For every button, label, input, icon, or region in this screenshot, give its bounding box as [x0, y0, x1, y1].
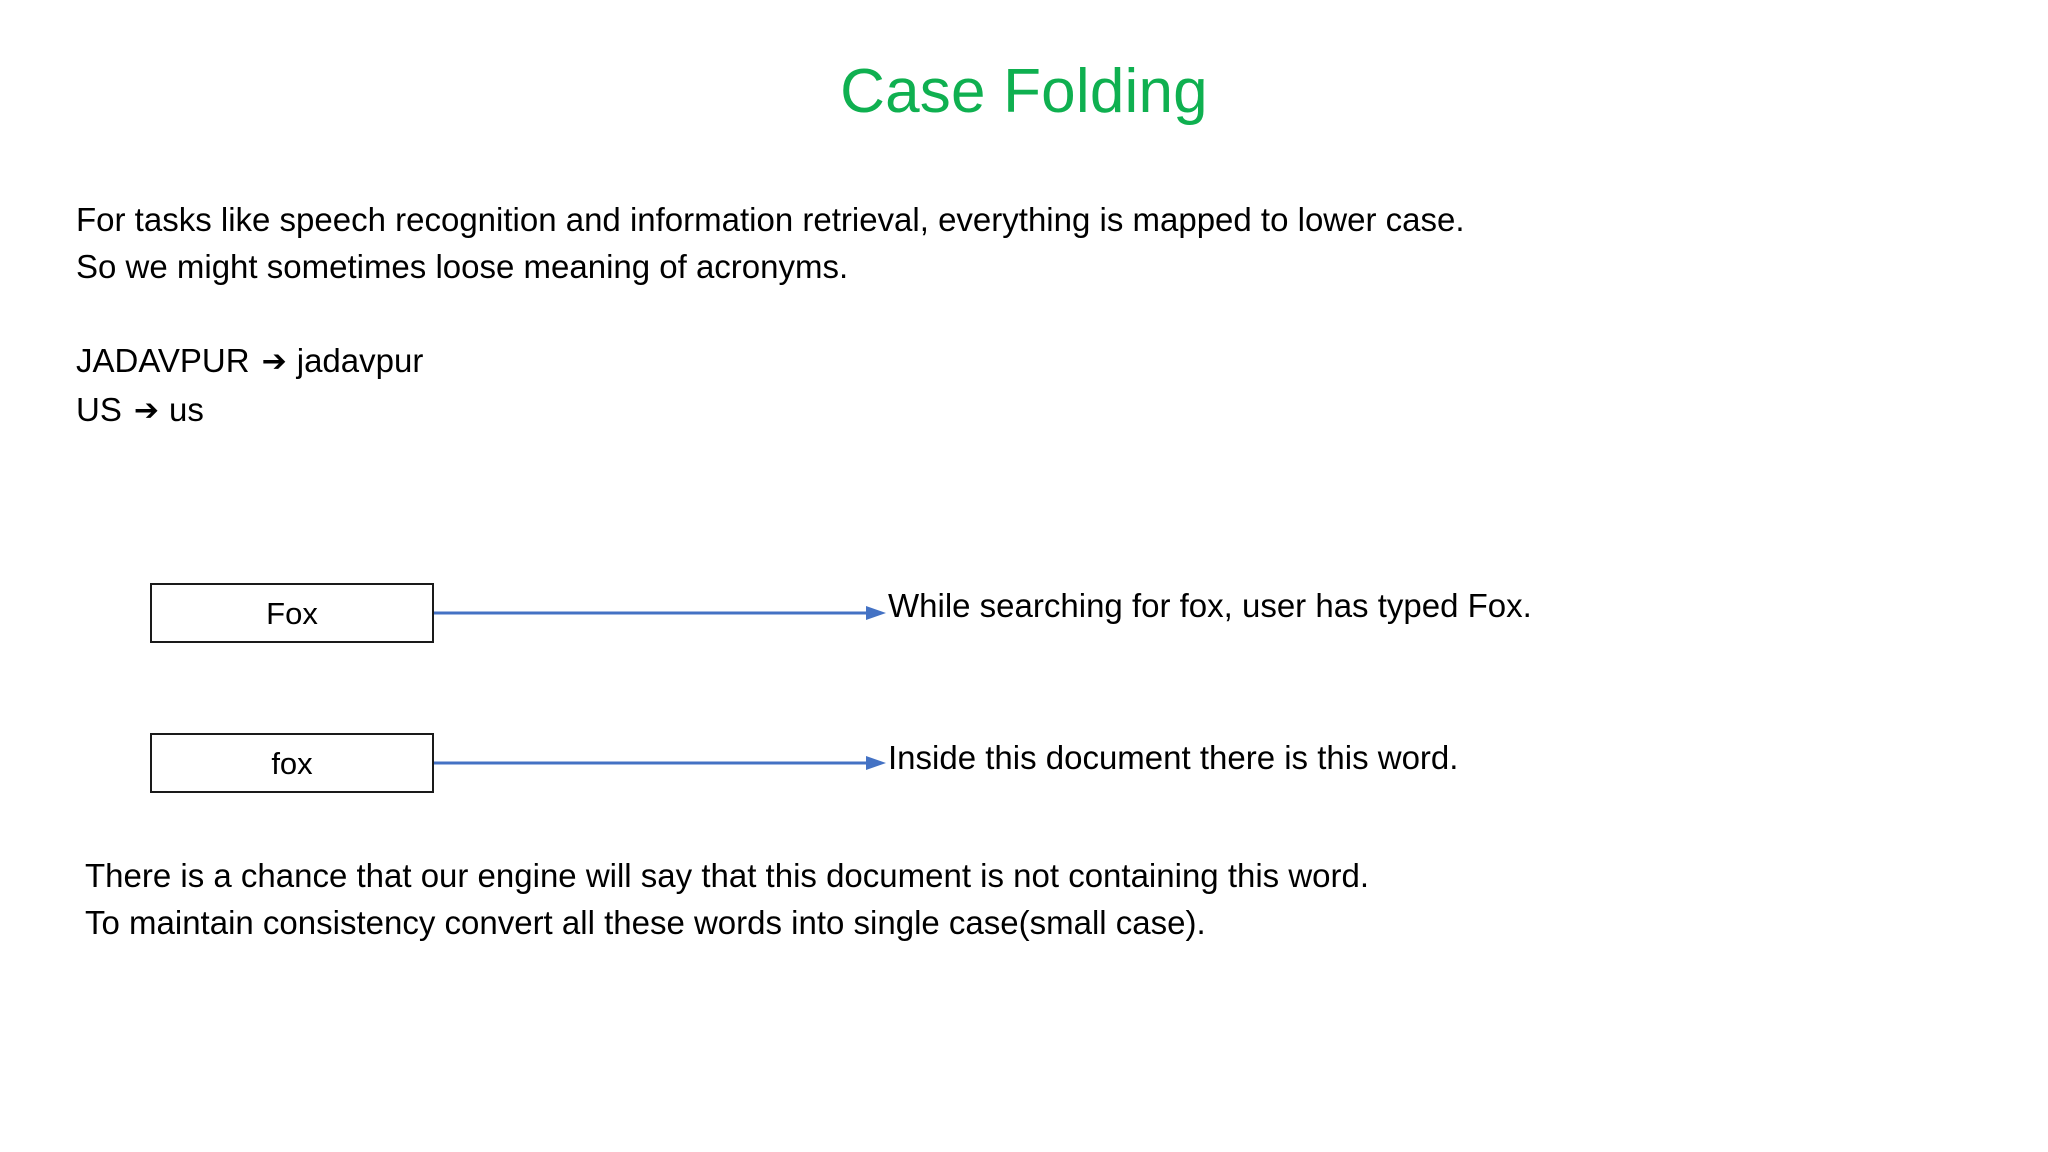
term-box-fox-lowercase: fox: [150, 733, 434, 793]
note-text-document-word: Inside this document there is this word.: [888, 739, 1459, 776]
term-box-label: Fox: [266, 595, 318, 631]
term-box-label: fox: [271, 745, 313, 781]
acronym-example-row: US ➔ us: [76, 386, 423, 435]
acronym-source: JADAVPUR: [76, 342, 250, 379]
closing-line-1: There is a chance that our engine will s…: [85, 857, 1370, 894]
note-text-search-query: While searching for fox, user has typed …: [888, 587, 1532, 624]
acronym-example-row: JADAVPUR ➔ jadavpur: [76, 337, 423, 386]
acronym-examples: JADAVPUR ➔ jadavpur US ➔ us: [76, 337, 423, 435]
term-box-fox-capital: Fox: [150, 583, 434, 643]
acronym-target: jadavpur: [296, 342, 424, 379]
closing-line-2: To maintain consistency convert all thes…: [85, 904, 1206, 941]
intro-paragraph: For tasks like speech recognition and in…: [76, 196, 1676, 290]
closing-paragraph: There is a chance that our engine will s…: [85, 852, 1785, 946]
page-title: Case Folding: [840, 57, 1208, 126]
acronym-source: US: [76, 391, 122, 428]
connector-arrow-2: [434, 756, 886, 770]
acronym-target: us: [168, 391, 204, 428]
connector-arrow-1: [434, 606, 886, 620]
heavy-right-arrow-icon: ➔: [261, 344, 287, 379]
intro-line-1: For tasks like speech recognition and in…: [76, 201, 1465, 238]
intro-line-2: So we might sometimes loose meaning of a…: [76, 248, 849, 285]
heavy-right-arrow-icon: ➔: [133, 393, 159, 428]
